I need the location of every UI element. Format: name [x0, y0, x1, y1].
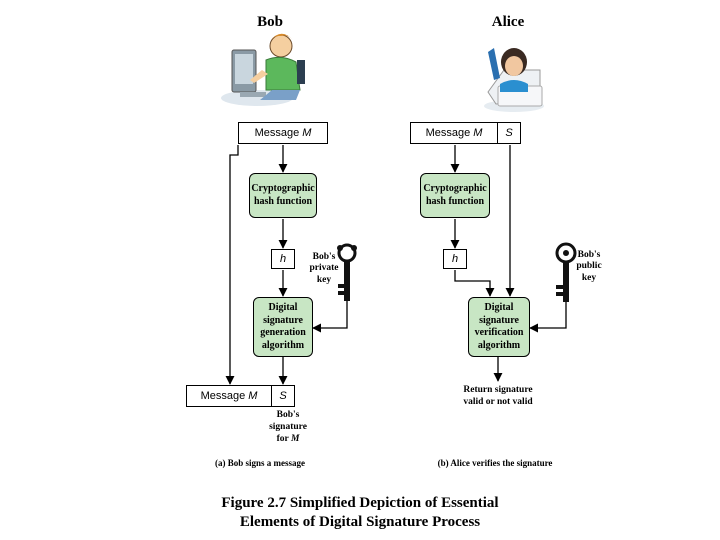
alice-label: Alice: [491, 14, 525, 30]
bob-output-signature: S: [279, 390, 287, 402]
public-key-graphic: [555, 242, 577, 302]
bob-message-text: Message: [254, 127, 300, 139]
caption-a: (a) Bob signs a message: [214, 458, 305, 468]
alice-message-box: Message M: [410, 122, 498, 144]
bob-output-message-var: M: [248, 390, 258, 402]
sig-label-line2: signature: [269, 421, 307, 432]
private-key-graphic: [337, 243, 357, 301]
bob-signature-label: Bob's signature for M: [258, 410, 318, 446]
bob-public-key-label: Bob's public key: [576, 250, 602, 283]
alice-illustration: [484, 48, 544, 112]
caption-b: (b) Alice verifies the signature: [437, 458, 553, 468]
signature-generation-box: Digital signature generation algorithm: [253, 297, 313, 357]
arrow-privkey-to-gen: [312, 300, 348, 333]
arrow-h-to-ver: [454, 270, 495, 297]
figure-caption-line1: Figure 2.7 Simplified Depiction of Essen…: [221, 495, 499, 511]
alice-signature-box: S: [497, 122, 521, 144]
signature-verification-box: Digital signature verification algorithm: [468, 297, 530, 357]
arrow-pubkey-to-ver: [529, 300, 567, 333]
bob-illustration: [221, 33, 305, 106]
sig-label-line3-prefix: for: [276, 433, 291, 444]
sig-label-line3: for M: [258, 434, 318, 446]
bob-label: Bob: [257, 14, 283, 30]
alice-hash-value: h: [451, 253, 459, 265]
arrow-msg-bypass-left: [225, 145, 239, 385]
alice-message-var: M: [473, 127, 483, 139]
bob-hash-value-box: h: [271, 249, 295, 269]
alice-hash-function-box: Cryptographic hash function: [420, 173, 490, 218]
figure-caption-line2: Elements of Digital Signature Process: [239, 513, 481, 530]
alice-signature: S: [505, 127, 513, 139]
alice-hash-value-box: h: [443, 249, 467, 269]
figure-caption: Figure 2.7 Simplified Depiction of Essen…: [150, 494, 570, 532]
bob-hash-value: h: [279, 253, 287, 265]
bob-message-var: M: [302, 127, 312, 139]
sig-label-line3-var: M: [290, 433, 300, 444]
bob-output-signature-box: S: [271, 385, 295, 407]
bob-hash-function-box: Cryptographic hash function: [249, 173, 317, 218]
bob-output-message-text: Message: [200, 390, 246, 402]
alice-message-text: Message: [425, 127, 471, 139]
sig-label-line1: Bob's: [276, 410, 300, 420]
bob-output-message-box: Message M: [186, 385, 272, 407]
verification-result-label: Return signature valid or not valid: [463, 385, 533, 407]
bob-message-box: Message M: [238, 122, 328, 144]
bob-private-key-label: Bob's private key: [309, 252, 339, 285]
